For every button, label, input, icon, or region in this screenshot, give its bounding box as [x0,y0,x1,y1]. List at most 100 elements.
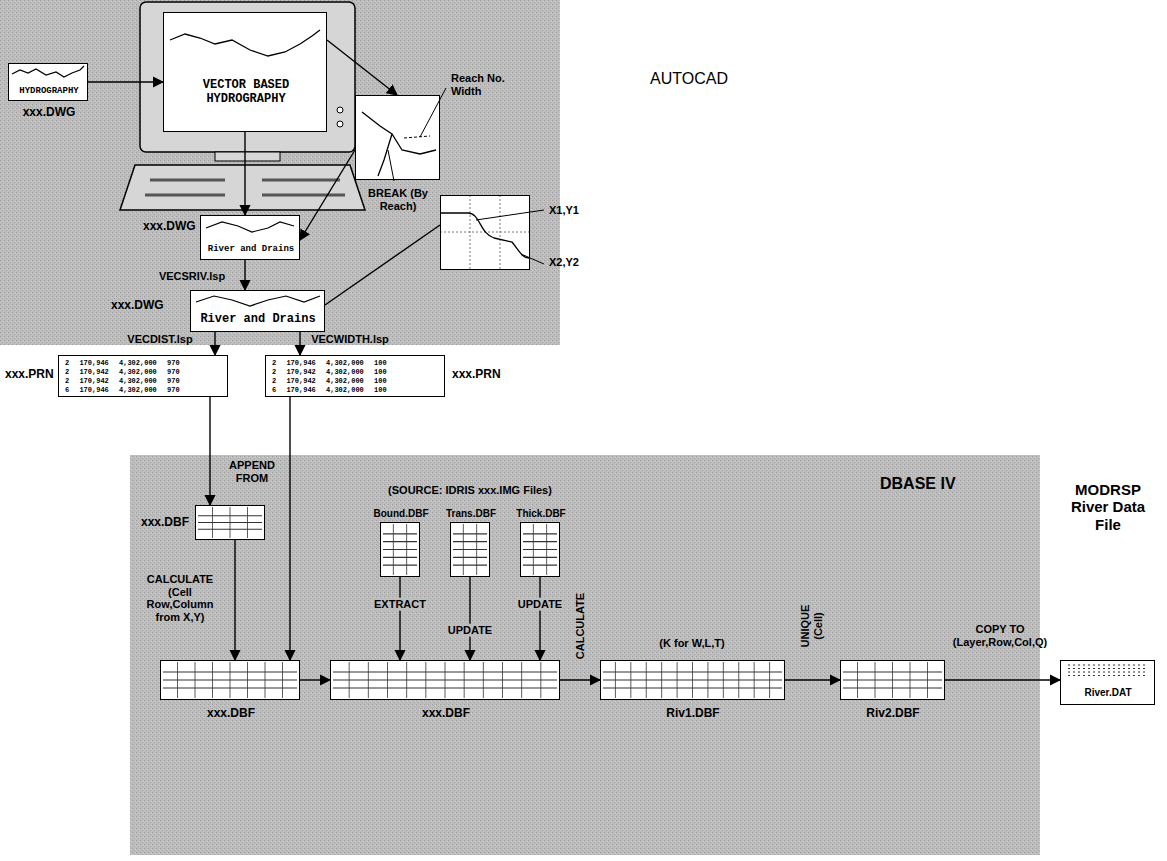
autocad-panel-ground [0,0,560,345]
flow-arrow [300,150,355,240]
table-column [349,662,350,698]
file-label: X2,Y2 [549,256,579,269]
prn-file: xxx.PRN2 170,946 4,302,000 9702 170,942 … [58,355,228,397]
edge-label: EXTRACT [372,598,428,611]
table-sheet [1060,660,1155,705]
note-label: (K for W,L,T) [659,637,724,649]
leader-line [521,254,544,264]
edge-label: UNIQUE (Cell) [799,595,824,657]
zoom-box: Reach No. WidthBREAK (By Reach) [355,95,440,180]
edge-label: VECWIDTH.lsp [311,333,389,346]
flow-arrow [469,577,470,660]
table-sheet [600,660,785,700]
table-row [383,557,417,558]
plot-sheet [440,195,530,270]
drawing-box: xxx.DWGRiver and Drains [190,290,325,332]
table-row [453,541,487,542]
flow-arrow [244,260,245,290]
table-row [383,549,417,550]
table-column [247,507,248,538]
table-row [453,549,487,550]
table-column [892,662,893,698]
table-column [692,662,693,698]
flow-arrow [244,132,245,215]
table-row [383,533,417,534]
table-column [707,662,708,698]
flow-arrow [327,40,397,95]
reach-line [362,112,436,154]
table-sheet [520,522,560,577]
flow-arrow [300,679,330,680]
table-sheet [840,660,945,700]
edge-label: CALCULATE [574,593,587,659]
inner-text: 2 170,942 4,302,000 100 [272,377,387,385]
autocad-panel: AUTOCADHYDROGRAPHYxxx.DWGVECTOR BASED HY… [0,0,560,345]
prn-file: xxx.PRN2 170,946 4,302,000 1002 170,942 … [265,355,445,397]
drawing-sheet [190,290,325,332]
table-column [230,507,231,538]
reach-branch [378,134,392,176]
table-column [533,524,534,575]
prn-sheet [58,355,228,397]
dbf-table: xxx.DBF [160,660,300,700]
file-label: Reach No. Width [451,72,515,97]
inner-text: River.DAT [1084,687,1131,699]
table-sheet [160,660,300,700]
edge-label: UPDATE [446,624,494,637]
flow-arrow [945,679,1060,680]
table-column [387,662,388,698]
table-column [546,524,547,575]
dbf-table: Riv2.DBF [840,660,945,700]
flow-arrow [325,225,440,305]
dbf-table: Bound.DBF [380,522,420,577]
table-row [523,549,557,550]
table-column [212,507,213,538]
flow-arrow [88,81,163,82]
drawing-river [196,296,320,306]
table-column [875,662,876,698]
dbf-table: xxx.DBF [330,660,560,700]
data-file: MODRSP River Data FileRiver.DAT [1060,660,1155,705]
table-column [677,662,678,698]
monitor-screen: VECTOR BASED HYDROGRAPHY [163,12,327,132]
file-label: xxx.PRN [452,368,501,382]
table-row [523,565,557,566]
inner-text: River and Drains [208,244,294,254]
file-label: AUTOCAD [650,70,728,88]
flow-arrow [289,397,290,660]
table-column [857,662,858,698]
file-label: xxx.DWG [111,299,164,313]
flow-arrow [234,540,235,660]
file-label: Thick.DBF [516,508,565,520]
table-column [723,662,724,698]
table-column [463,524,464,575]
table-column [393,524,394,575]
table-column [247,662,248,698]
file-label: X1,Y1 [549,204,579,217]
table-column [910,662,911,698]
table-sheet [450,522,490,577]
dbf-table: xxx.DBF [195,505,265,540]
prn-sheet [265,355,445,397]
table-row [383,541,417,542]
table-row [523,533,557,534]
monitor-knob [337,121,343,127]
flow-arrow [299,332,300,355]
table-row [383,565,417,566]
table-row [453,557,487,558]
inner-text: 2 170,946 4,302,000 970 [65,359,180,367]
table-column [630,662,631,698]
leader-line [476,210,544,220]
dbf-table: Trans.DBF [450,522,490,577]
drawing-box: xxx.DWGRiver and Drains [200,215,300,260]
inner-text: 2 170,946 4,302,000 100 [272,359,387,367]
inner-text: HYDROGRAPHY [19,86,78,96]
profile-curve [441,213,529,258]
monitor-stand [215,152,280,161]
table-column [464,662,465,698]
edge-label: VECSRIV.lsp [159,270,225,283]
profile-plot: X1,Y1X2,Y2 [440,195,530,270]
table-column [615,662,616,698]
table-sheet [195,505,265,540]
